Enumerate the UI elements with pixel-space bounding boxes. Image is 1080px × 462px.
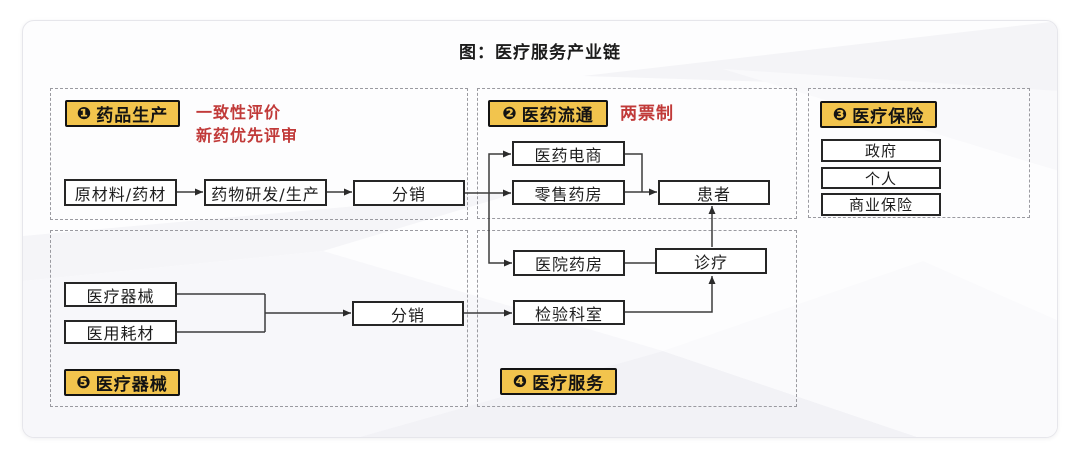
annotation-line: 新药优先评审 bbox=[196, 126, 299, 145]
badge-medical-device: ❺ 医疗器械 bbox=[64, 369, 180, 396]
node-rd-production: 药物研发/生产 bbox=[204, 179, 327, 206]
section-medical-insurance bbox=[808, 88, 1030, 218]
badge-label: 医疗保险 bbox=[852, 107, 925, 127]
badge-number: ❷ bbox=[502, 103, 518, 124]
node-individual: 个人 bbox=[821, 167, 941, 189]
badge-label: 医疗器械 bbox=[95, 375, 168, 395]
annotation-drug-production: 一致性评价 新药优先评审 bbox=[196, 101, 298, 147]
badge-label: 医药流通 bbox=[521, 106, 594, 126]
node-hospital-pharmacy: 医院药房 bbox=[513, 250, 625, 276]
node-distribution-bottom: 分销 bbox=[352, 301, 464, 326]
badge-number: ❸ bbox=[832, 104, 849, 125]
node-diagnosis-treatment: 诊疗 bbox=[655, 248, 767, 274]
badge-number: ❶ bbox=[76, 103, 93, 124]
section-medical-service bbox=[477, 230, 797, 407]
annotation-drug-distribution: 两票制 bbox=[620, 103, 674, 126]
section-drug-production bbox=[50, 88, 468, 220]
badge-label: 药品生产 bbox=[96, 106, 169, 126]
badge-medical-service: ❹ 医疗服务 bbox=[500, 368, 617, 395]
node-government: 政府 bbox=[821, 139, 941, 162]
node-raw-material: 原材料/药材 bbox=[64, 179, 177, 206]
badge-drug-distribution: ❷ 医药流通 bbox=[488, 100, 608, 127]
node-test-department: 检验科室 bbox=[513, 300, 625, 325]
badge-drug-production: ❶ 药品生产 bbox=[65, 100, 180, 127]
badge-label: 医疗服务 bbox=[532, 374, 605, 394]
node-e-commerce: 医药电商 bbox=[512, 141, 625, 166]
badge-medical-insurance: ❸ 医疗保险 bbox=[820, 101, 937, 128]
annotation-line: 两票制 bbox=[620, 104, 674, 124]
node-commercial-insurance: 商业保险 bbox=[821, 193, 941, 216]
node-medical-consumable: 医用耗材 bbox=[64, 320, 177, 344]
node-retail-pharmacy: 零售药房 bbox=[512, 180, 625, 205]
badge-number: ❹ bbox=[512, 371, 529, 392]
node-patient: 患者 bbox=[658, 180, 770, 205]
section-medical-device bbox=[50, 230, 468, 407]
annotation-line: 一致性评价 bbox=[196, 103, 282, 122]
figure-title: 图：医疗服务产业链 bbox=[459, 43, 621, 63]
section-drug-distribution bbox=[477, 88, 797, 219]
badge-number: ❺ bbox=[76, 372, 92, 393]
node-distribution-top: 分销 bbox=[353, 180, 465, 206]
node-medical-device: 医疗器械 bbox=[64, 282, 177, 307]
